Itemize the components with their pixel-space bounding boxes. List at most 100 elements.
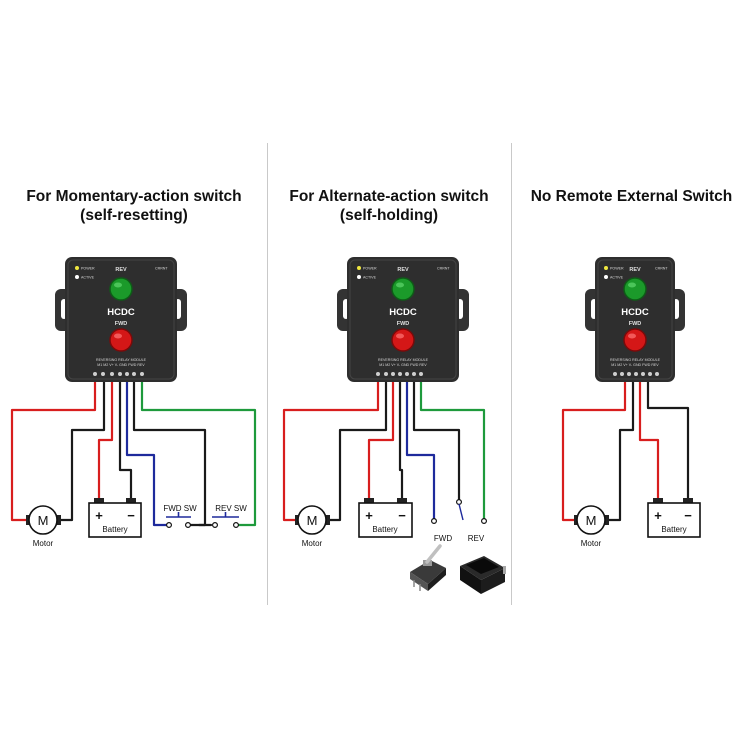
wire-m2-black <box>56 378 106 522</box>
rev-button[interactable] <box>109 277 133 301</box>
fwd-button-label: FWD <box>629 321 642 327</box>
motor-symbol <box>576 505 606 535</box>
wire-m1-red <box>282 378 380 522</box>
battery-2: + − Battery <box>358 498 413 538</box>
panel-3-wiring <box>561 378 690 522</box>
active-label: ACTIVE <box>81 276 95 280</box>
wire-rev-green <box>140 378 257 527</box>
terminal-label: M1 M2 V+ V- GND FWD REV <box>97 363 145 367</box>
battery-symbol <box>358 502 413 538</box>
terminal-label: M1 M2 V+ V- GND FWD REV <box>379 363 427 367</box>
power-led <box>357 266 361 270</box>
rev-position-label: REV <box>468 534 485 543</box>
wire-vminus-black <box>118 378 133 500</box>
panel-2-title-line1: For Alternate-action switch <box>289 188 489 205</box>
battery-plus: + <box>95 508 103 523</box>
wire-vplus-red <box>638 378 660 500</box>
relay-module-1: POWER ACTIVE CRRNT REV HCDC FWD REVERSIN… <box>55 257 187 382</box>
rev-momentary-switch: REV SW <box>212 504 247 528</box>
module-body <box>347 257 459 382</box>
brand-logo: HCDC <box>107 307 135 318</box>
alternate-switch: FWD REV <box>431 499 488 543</box>
terminal-row <box>613 372 659 376</box>
battery-symbol <box>88 502 142 538</box>
battery-minus: − <box>398 508 406 523</box>
relay-module-3: POWER ACTIVE CRRNT REV HCDC FWD REVERSIN… <box>585 257 685 382</box>
toggle-switch-image <box>410 544 446 591</box>
battery-label: Battery <box>372 525 397 534</box>
wire-gnd-blue <box>405 378 436 522</box>
motor-symbol <box>297 505 327 535</box>
relay-module-2: POWER ACTIVE CRRNT REV HCDC FWD REVERSIN… <box>337 257 469 382</box>
terminal-row <box>93 372 144 376</box>
wire-fwd-black <box>412 378 461 502</box>
current-label: CRRNT <box>655 267 668 271</box>
motor-label: Motor <box>302 539 323 548</box>
motor-3: M Motor <box>574 505 609 548</box>
rev-button-label: REV <box>629 267 641 273</box>
wire-m2-black <box>326 378 388 522</box>
fwd-button-label: FWD <box>397 321 410 327</box>
terminal-label: M1 M2 V+ V- GND FWD REV <box>611 363 659 367</box>
motor-2: M Motor <box>295 505 330 548</box>
battery-label: Battery <box>661 525 686 534</box>
fwd-switch-label: FWD SW <box>163 504 197 513</box>
rev-button[interactable] <box>623 277 647 301</box>
wire-gnd-blue <box>125 378 171 527</box>
wire-vminus-black <box>646 378 690 500</box>
wire-vplus-red <box>97 378 114 500</box>
active-label: ACTIVE <box>610 276 624 280</box>
fwd-position-label: FWD <box>434 534 452 543</box>
motor-symbol <box>28 505 58 535</box>
wire-m2-black <box>604 378 635 522</box>
brand-logo: HCDC <box>389 307 417 318</box>
battery-minus: − <box>684 508 692 523</box>
battery-3: + − Battery <box>647 498 701 538</box>
current-label: CRRNT <box>155 267 168 271</box>
active-led <box>357 275 361 279</box>
fwd-button[interactable] <box>623 328 647 352</box>
power-led <box>604 266 608 270</box>
panel-1-title-line1: For Momentary-action switch <box>26 188 242 205</box>
rev-switch-label: REV SW <box>215 504 247 513</box>
module-body <box>595 257 675 382</box>
brand-logo: HCDC <box>621 307 649 318</box>
rev-button[interactable] <box>391 277 415 301</box>
wire-vminus-black <box>398 378 404 500</box>
panel-1-wiring <box>10 378 257 527</box>
panel-divider-left <box>267 143 268 605</box>
battery-symbol <box>647 502 701 538</box>
motor-m-label: M <box>38 513 49 528</box>
module-label: REVERSING RELAY MODULE <box>96 358 147 362</box>
fwd-momentary-switch: FWD SW <box>163 504 197 528</box>
power-label: POWER <box>81 267 95 271</box>
panel-2-title: For Alternate-action switch (self-holdin… <box>265 187 513 225</box>
module-label: REVERSING RELAY MODULE <box>610 358 661 362</box>
battery-label: Battery <box>102 525 127 534</box>
panel-divider-right <box>511 143 512 605</box>
motor-label: Motor <box>581 539 602 548</box>
power-label: POWER <box>610 267 624 271</box>
module-label: REVERSING RELAY MODULE <box>378 358 429 362</box>
fwd-button[interactable] <box>109 328 133 352</box>
panel-3-title: No Remote External Switch <box>513 187 750 206</box>
panel-2-title-line2: (self-holding) <box>339 207 439 224</box>
terminal-row <box>376 372 423 376</box>
battery-1: + − Battery <box>88 498 142 538</box>
fwd-button[interactable] <box>391 328 415 352</box>
wire-m1-red <box>10 378 97 522</box>
motor-1: M Motor <box>26 505 61 548</box>
wire-vplus-red <box>367 378 395 500</box>
rocker-switch-image <box>460 556 506 594</box>
active-led <box>75 275 79 279</box>
battery-plus: + <box>365 508 373 523</box>
motor-m-label: M <box>586 513 597 528</box>
panel-2-wiring <box>282 378 486 522</box>
rev-button-label: REV <box>115 267 127 273</box>
battery-minus: − <box>127 508 135 523</box>
panel-1-title: For Momentary-action switch (self-resett… <box>3 187 265 225</box>
active-led <box>604 275 608 279</box>
rev-button-label: REV <box>397 267 409 273</box>
motor-label: Motor <box>33 539 54 548</box>
